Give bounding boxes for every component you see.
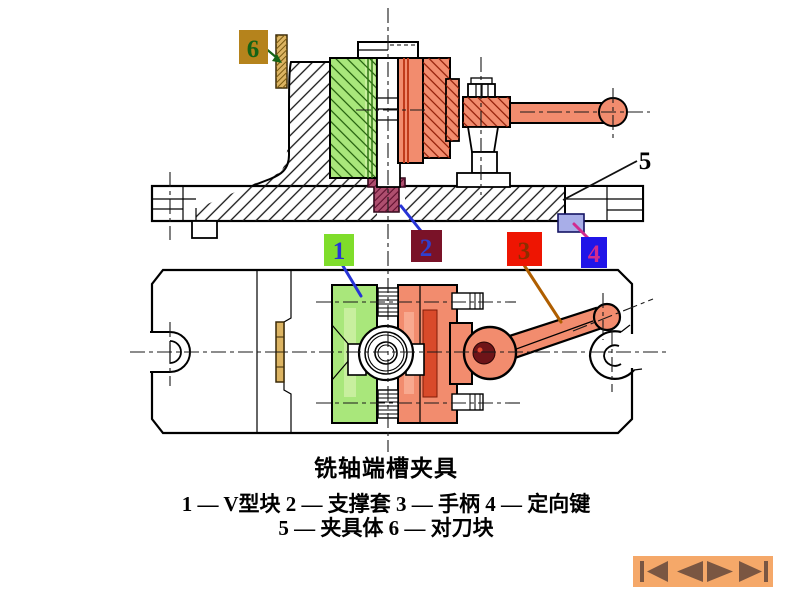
previous-slide-icon (677, 561, 703, 582)
leader-1 (341, 264, 363, 298)
leader-5 (562, 160, 638, 201)
callout-box-1: 1 (324, 234, 354, 266)
callout-boxes: 1 2 3 4 5 6 (239, 30, 651, 268)
leader-2 (399, 204, 423, 233)
legend-line-1: 1 — V型块 2 — 支撑套 3 — 手柄 4 — 定向键 (182, 492, 591, 516)
callout-box-6: 6 (239, 30, 268, 64)
callout-number-4: 4 (588, 241, 601, 268)
base-tab (191, 220, 218, 239)
leader-6-arrowhead (272, 54, 282, 63)
section-view (150, 34, 650, 240)
nav-last-button[interactable] (739, 561, 768, 582)
workpiece-plan (347, 324, 425, 382)
first-slide-icon (647, 561, 668, 582)
caption: 铣轴端槽夹具 1 — V型块 2 — 支撑套 3 — 手柄 4 — 定向键 5 … (182, 455, 591, 540)
callout-leaders (263, 46, 638, 324)
nav-first-button[interactable] (640, 561, 668, 582)
legend-line-2: 5 — 夹具体 6 — 对刀块 (278, 516, 494, 540)
callout-number-3: 3 (518, 238, 531, 265)
right-mounting-slot (588, 324, 643, 392)
callout-number-5: 5 (639, 148, 652, 175)
callout-box-4: 4 (581, 237, 607, 268)
nav-previous-button[interactable] (677, 561, 703, 582)
v-block-section (329, 57, 378, 179)
last-slide-icon (739, 561, 762, 582)
clamp-blocks-section (397, 57, 460, 164)
figure-title: 铣轴端槽夹具 (314, 455, 458, 481)
nav-bar (633, 556, 773, 587)
callout-number-1: 1 (333, 238, 346, 265)
callout-box-3: 3 (507, 232, 542, 266)
plan-view (130, 268, 668, 435)
callout-number-6: 6 (247, 36, 260, 63)
clamp-screw-assembly (456, 57, 650, 195)
callout-number-2: 2 (420, 235, 433, 262)
callout-box-2: 2 (411, 230, 442, 262)
cam-handle-plan (449, 293, 654, 385)
handle-bar-section (509, 102, 605, 124)
leader-3 (522, 263, 563, 324)
next-slide-icon (707, 561, 733, 582)
nav-next-button[interactable] (707, 561, 733, 582)
